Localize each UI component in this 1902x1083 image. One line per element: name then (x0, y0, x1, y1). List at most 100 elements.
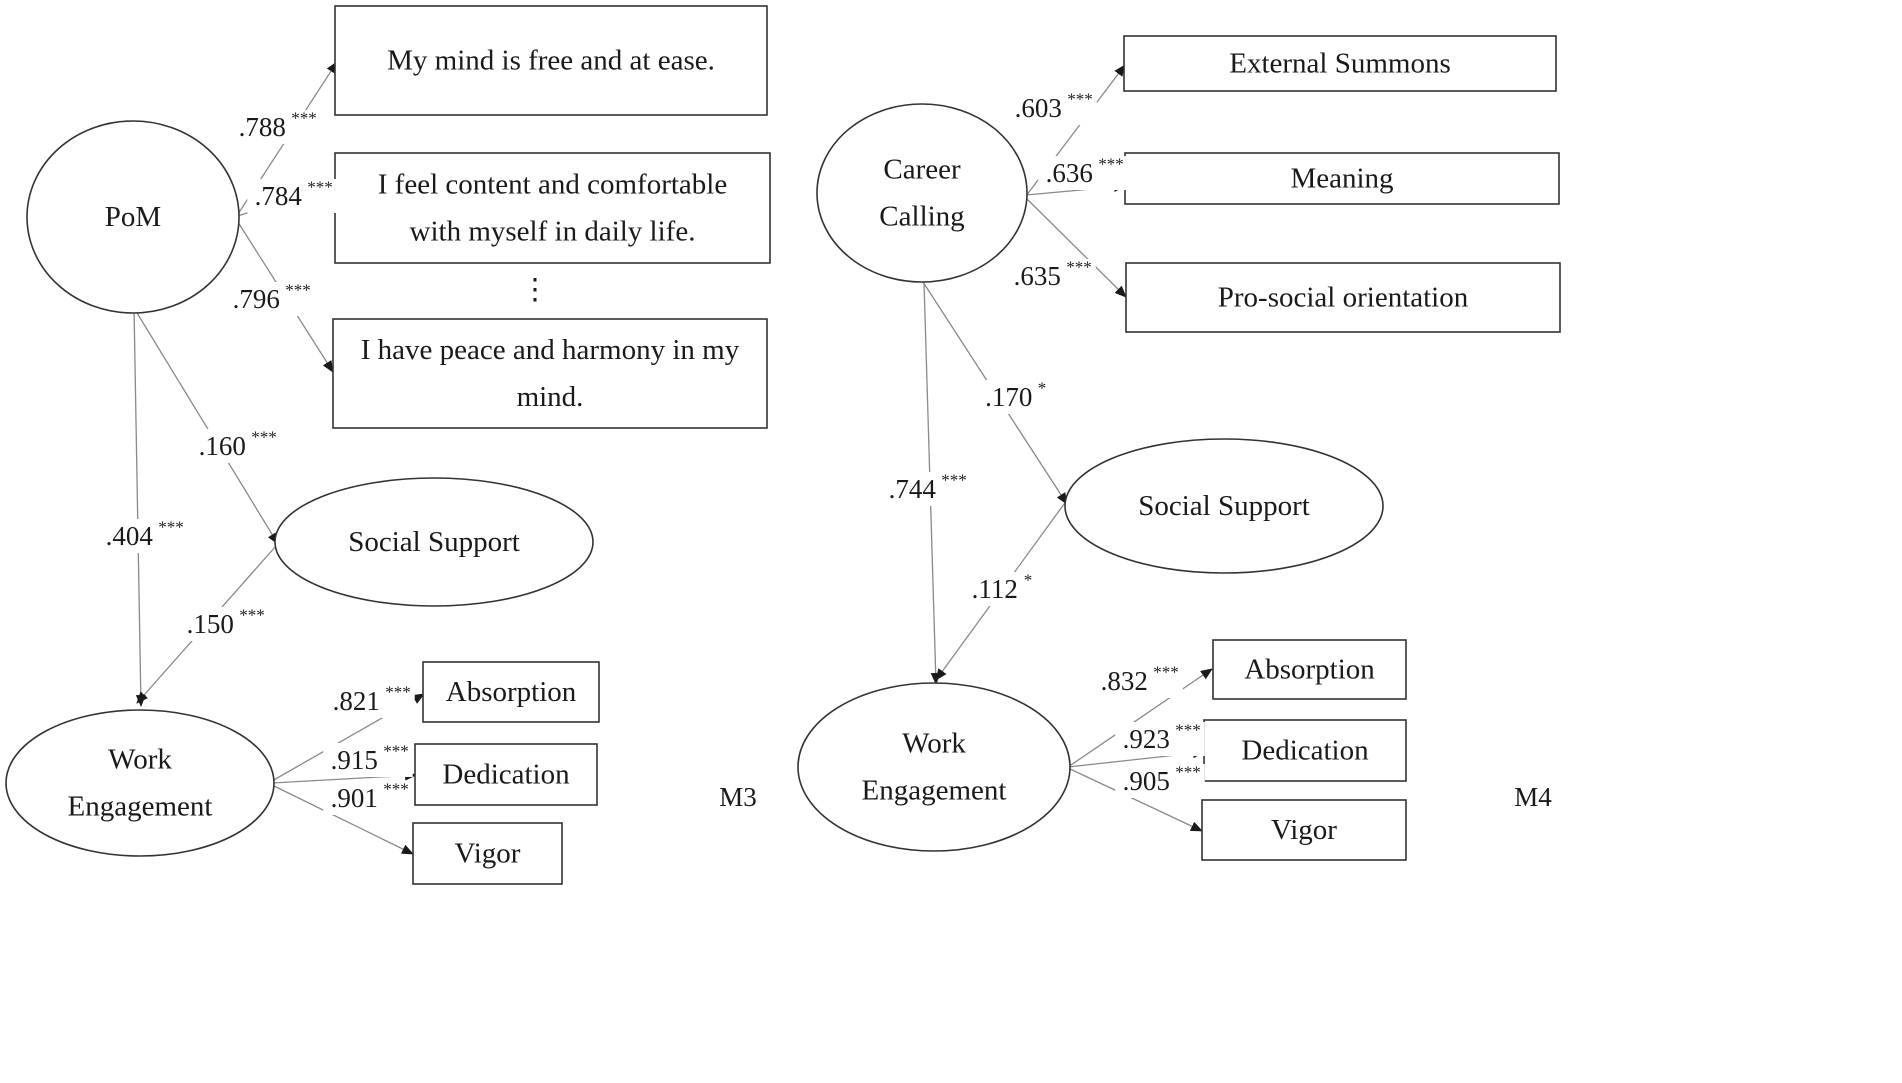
m3-dedication-indicator-box (414, 743, 598, 806)
m4-path-career-calling-to-prosocial-coef-value: .635 (1014, 261, 1061, 291)
m3-item3-indicator-box (332, 318, 768, 429)
m4-path-career-calling-to-meaning-coefficient: .636 *** (1038, 155, 1128, 190)
m3-path-work-engagement-to-vigor-significance-stars: *** (383, 780, 409, 799)
m4-path-career-calling-to-prosocial-arrow (1025, 197, 1127, 298)
m3-work-engagement-label-line-1: Work (108, 744, 172, 776)
m4-social-support-latent-ellipse (1064, 438, 1384, 574)
m3-path-pom-to-item2-coef-value: .784 (255, 181, 303, 211)
m3-social-support-latent-ellipse (274, 477, 594, 607)
m4-work-engagement-label-line-1: Work (902, 728, 966, 760)
m4-external-summons-indicator-box (1123, 35, 1557, 92)
m3-pom-latent-ellipse (26, 120, 240, 314)
m4-absorption-label-line-1: Absorption (1244, 654, 1375, 686)
m3-work-engagement-label-line-2: Engagement (68, 791, 213, 823)
m3-vigor-label-line-1: Vigor (455, 838, 521, 870)
m3-path-social-support-to-work-engagement-significance-stars: *** (239, 606, 265, 625)
m4-path-work-engagement-to-absorption-arrow (1067, 668, 1213, 768)
m4-path-career-calling-to-meaning-label-backdrop (1038, 156, 1128, 190)
m4-absorption-node: Absorption (1212, 639, 1407, 700)
m3-path-pom-to-work-engagement-label-backdrop (98, 519, 188, 553)
m3-path-pom-to-item3-label-backdrop (225, 282, 315, 316)
m4-vigor-indicator-box (1201, 799, 1407, 861)
m4-path-career-calling-to-prosocial-significance-stars: *** (1066, 258, 1092, 277)
m4-prosocial-node: Pro-social orientation (1125, 262, 1561, 333)
m4-path-work-engagement-to-vigor-arrow (1067, 767, 1203, 832)
m4-path-work-engagement-to-absorption-significance-stars: *** (1153, 663, 1179, 682)
m4-path-work-engagement-to-dedication-label-backdrop (1115, 722, 1205, 756)
m4-career-calling-label-line-2: Calling (879, 201, 964, 233)
m3-item2-label-line-2: with myself in daily life. (410, 216, 696, 248)
m3-path-work-engagement-to-vigor-coef-value: .901 (331, 783, 378, 813)
m3-path-work-engagement-to-vigor-label-backdrop (323, 781, 413, 815)
m3-path-work-engagement-to-dedication-label-backdrop (323, 743, 413, 777)
m3-path-work-engagement-to-absorption-label-backdrop (325, 684, 415, 718)
m4-path-career-calling-to-external-summons-label-backdrop (1007, 91, 1097, 125)
m4-path-career-calling-to-social-support-significance-stars: * (1038, 379, 1047, 398)
m3-path-pom-to-social-support-label-backdrop (191, 429, 281, 463)
m4-path-career-calling-to-meaning-coef-value: .636 (1046, 158, 1093, 188)
m3-item1-label-line-1: My mind is free and at ease. (387, 45, 715, 77)
m4-path-career-calling-to-meaning-significance-stars: *** (1098, 155, 1124, 174)
m4-path-social-support-to-work-engagement-coef-value: .112 (972, 574, 1018, 604)
m3-item3-node: I have peace and harmony in my mind. (332, 318, 768, 429)
m3-absorption-node: Absorption (422, 661, 600, 723)
m3-path-work-engagement-to-absorption-significance-stars: *** (385, 683, 411, 702)
m4-vigor-node: Vigor (1201, 799, 1407, 861)
m4-path-career-calling-to-external-summons-coef-value: .603 (1015, 93, 1062, 123)
m3-social-support-node: Social Support (274, 477, 594, 607)
m3-pom-node: PoM (26, 120, 240, 314)
m4-meaning-label-line-1: Meaning (1290, 163, 1393, 195)
m3-path-pom-to-item3-significance-stars: *** (285, 281, 311, 300)
m3-path-work-engagement-to-vigor-arrow (271, 784, 414, 855)
m3-model-label: M3 (719, 782, 757, 812)
m4-work-engagement-latent-ellipse (797, 682, 1071, 852)
m4-work-engagement-label-line-2: Engagement (862, 775, 1007, 807)
m4-absorption-indicator-box (1212, 639, 1407, 700)
m4-path-social-support-to-work-engagement-significance-stars: * (1024, 571, 1033, 590)
m4-social-support-label-line-1: Social Support (1138, 490, 1310, 522)
m3-item1-node: My mind is free and at ease. (334, 5, 768, 116)
m3-path-pom-to-work-engagement-coefficient: .404*** (98, 518, 188, 553)
m3-ellipsis-marker: ⋮ (521, 274, 550, 306)
m3-path-pom-to-work-engagement-arrow (133, 306, 146, 707)
m3-path-pom-to-social-support-arrow (133, 307, 279, 545)
m4-path-career-calling-to-external-summons-significance-stars: *** (1067, 90, 1093, 109)
m4-path-career-calling-to-external-summons-coefficient: .603 *** (1007, 90, 1097, 125)
m3-path-pom-to-item2-label-backdrop (247, 179, 337, 213)
m3-absorption-indicator-box (422, 661, 600, 723)
m3-path-work-engagement-to-absorption-coefficient: .821 *** (325, 683, 415, 718)
m3-item3-label-line-2: mind. (517, 381, 584, 413)
m3-path-work-engagement-to-dedication-coefficient: .915 *** (323, 742, 413, 777)
sem-path-diagram: PoM My mind is free and at ease. I feel co… (5, 5, 1561, 885)
m4-path-work-engagement-to-dedication-significance-stars: *** (1175, 721, 1201, 740)
m4-path-career-calling-to-social-support-coefficient: .170* (977, 379, 1051, 414)
m3-path-social-support-to-work-engagement-coefficient: .150*** (179, 606, 269, 641)
m4-social-support-node: Social Support (1064, 438, 1384, 574)
m4-prosocial-indicator-box (1125, 262, 1561, 333)
m3-item3-label-line-1: I have peace and harmony in my (361, 334, 740, 366)
m3-item1-indicator-box (334, 5, 768, 116)
m3-pom-label-line-1: PoM (105, 201, 161, 233)
m3-path-pom-to-item1-label-backdrop (231, 110, 321, 144)
m3-path-work-engagement-to-absorption-coef-value: .821 (333, 686, 380, 716)
m3-path-social-support-to-work-engagement-label-backdrop (179, 607, 269, 641)
m3-path-pom-to-item3-coefficient: .796*** (225, 281, 315, 316)
m4-path-work-engagement-to-vigor-coefficient: .905 *** (1115, 763, 1205, 798)
m3-social-support-label-line-1: Social Support (348, 526, 520, 558)
m4-career-calling-label-line-1: Career (883, 154, 961, 186)
m3-path-work-engagement-to-dedication-significance-stars: *** (383, 742, 409, 761)
m4-path-work-engagement-to-vigor-coef-value: .905 (1123, 766, 1170, 796)
m4-path-work-engagement-to-dedication-coef-value: .923 (1123, 724, 1170, 754)
m4-external-summons-label-line-1: External Summons (1229, 48, 1451, 80)
m4-career-calling-latent-ellipse (816, 103, 1028, 283)
m4-path-work-engagement-to-vigor-significance-stars: *** (1175, 763, 1201, 782)
m4-model-label: M4 (1514, 782, 1552, 812)
m3-path-work-engagement-to-dedication-coef-value: .915 (331, 745, 378, 775)
m3-path-pom-to-item1-coef-value: .788 (239, 112, 286, 142)
m3-dedication-label-line-1: Dedication (442, 759, 570, 791)
